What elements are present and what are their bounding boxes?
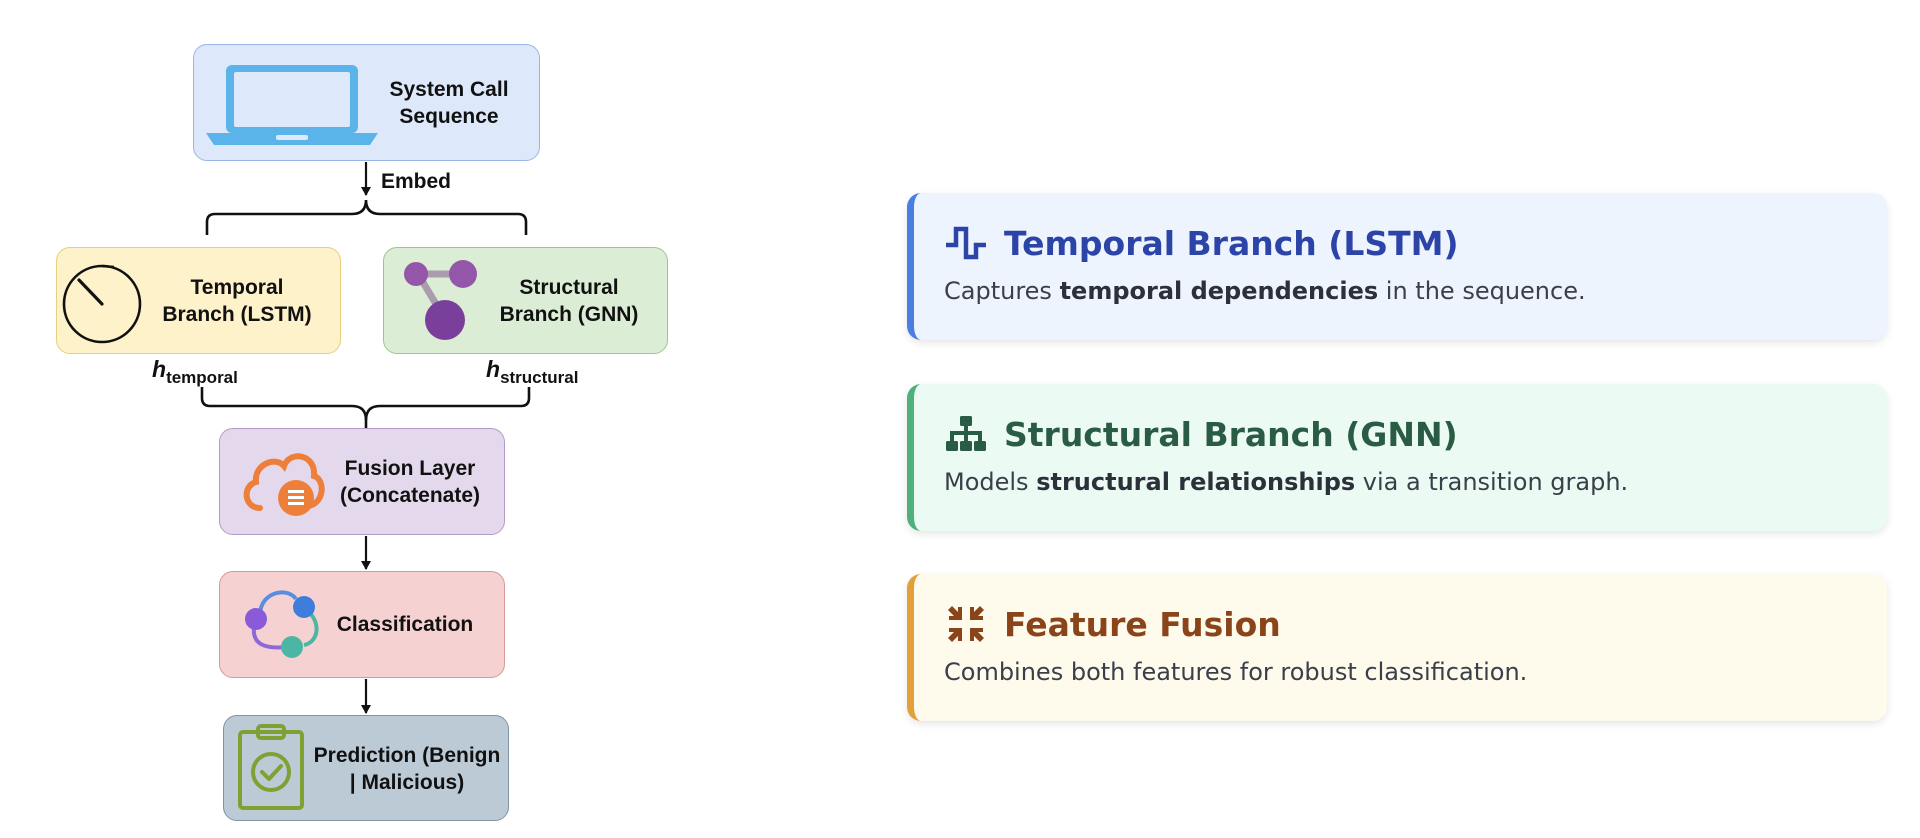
card-title: Feature Fusion	[1004, 604, 1281, 644]
node-label: Prediction (Benign | Malicious)	[313, 744, 501, 794]
split-brace	[205, 199, 528, 235]
compress-icon	[948, 606, 984, 642]
node-label: Fusion Layer (Concatenate)	[339, 457, 481, 507]
h-structural-label: hstructural	[486, 356, 579, 387]
h-temporal-label: htemporal	[152, 356, 238, 387]
merge-brace	[200, 387, 531, 421]
node-label: Temporal Branch (LSTM)	[162, 276, 312, 326]
node-structural-branch: Structural Branch (GNN)	[383, 247, 668, 354]
embed-label: Embed	[381, 170, 452, 193]
card-structural-branch: Structural Branch (GNN) Models structura…	[907, 384, 1887, 531]
node-label: Classification	[336, 613, 474, 636]
card-feature-fusion: Feature Fusion Combines both features fo…	[907, 574, 1887, 721]
card-title: Structural Branch (GNN)	[1004, 414, 1458, 454]
sitemap-icon	[946, 416, 986, 451]
cycle-nodes-icon	[245, 590, 319, 658]
laptop-icon	[206, 65, 378, 145]
node-label: System Call Sequence	[389, 78, 509, 128]
timer-icon	[62, 264, 142, 344]
node-temporal-branch: Temporal Branch (LSTM)	[56, 247, 341, 354]
card-description: Captures temporal dependencies in the se…	[944, 277, 1586, 305]
card-temporal-branch: Temporal Branch (LSTM) Captures temporal…	[907, 193, 1887, 340]
node-system-call-sequence: System Call Sequence	[193, 44, 540, 161]
node-prediction: Prediction (Benign | Malicious)	[223, 715, 509, 821]
card-description: Models structural relationships via a tr…	[944, 468, 1629, 496]
node-fusion-layer: Fusion Layer (Concatenate)	[219, 428, 505, 535]
node-label: Structural Branch (GNN)	[499, 276, 639, 326]
node-classification: Classification	[219, 571, 505, 678]
graph-nodes-icon	[404, 260, 477, 340]
card-description: Combines both features for robust classi…	[944, 658, 1528, 686]
clipboard-check-icon	[238, 724, 304, 810]
card-title: Temporal Branch (LSTM)	[1004, 223, 1459, 263]
waveform-icon	[946, 226, 986, 260]
cloud-database-icon	[243, 453, 325, 516]
